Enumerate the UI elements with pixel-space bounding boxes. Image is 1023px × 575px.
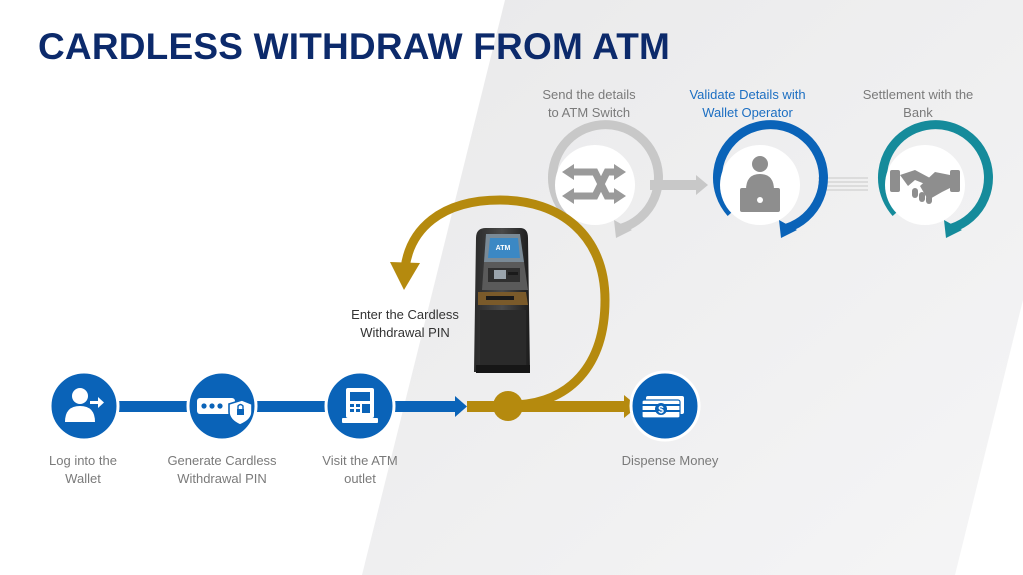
step-label-generate-pin: Generate Cardless Withdrawal PIN — [167, 453, 277, 486]
step-circle-dispense-money: $ — [629, 370, 701, 442]
handshake-icon — [890, 170, 960, 204]
step-ring-validate-wallet — [713, 120, 828, 238]
cash-symbol: $ — [658, 405, 664, 416]
step-label-enter-pin: Enter the Cardless Withdrawal PIN — [351, 307, 459, 340]
shuffle-arrows-icon — [562, 164, 626, 204]
user-login-icon — [65, 388, 104, 422]
step-circle-generate-pin — [186, 370, 258, 442]
gold-loop-arrow — [390, 195, 610, 421]
loop-start-dot — [493, 391, 523, 421]
connector-switch-to-validate — [650, 175, 708, 195]
atm-screen-text: ATM — [496, 245, 511, 252]
step-ring-settlement-bank — [878, 120, 993, 238]
connector-bottom-blue — [116, 396, 467, 417]
step-circle-log-into-wallet — [48, 370, 120, 442]
step-label-visit-atm: Visit the ATM outlet — [322, 453, 398, 486]
step-circle-visit-atm — [324, 370, 396, 442]
atm-machine-icon: ATM — [474, 228, 530, 373]
step-ring-send-atm-switch — [548, 120, 663, 238]
person-laptop-icon — [740, 156, 780, 212]
pin-shield-icon — [197, 398, 253, 426]
step-label-validate-wallet: Validate Details with Wallet Operator — [689, 87, 806, 120]
atm-kiosk-icon — [342, 388, 378, 423]
step-label-dispense-money: Dispense Money — [621, 453, 719, 468]
step-label-send-atm-switch: Send the details to ATM Switch — [542, 87, 636, 120]
step-label-log-into-wallet: Log into the Wallet — [49, 453, 117, 486]
cash-stack-icon: $ — [641, 396, 684, 419]
step-label-settlement-bank: Settlement with the Bank — [862, 87, 974, 120]
page-title: CARDLESS WITHDRAW FROM ATM — [38, 26, 671, 67]
